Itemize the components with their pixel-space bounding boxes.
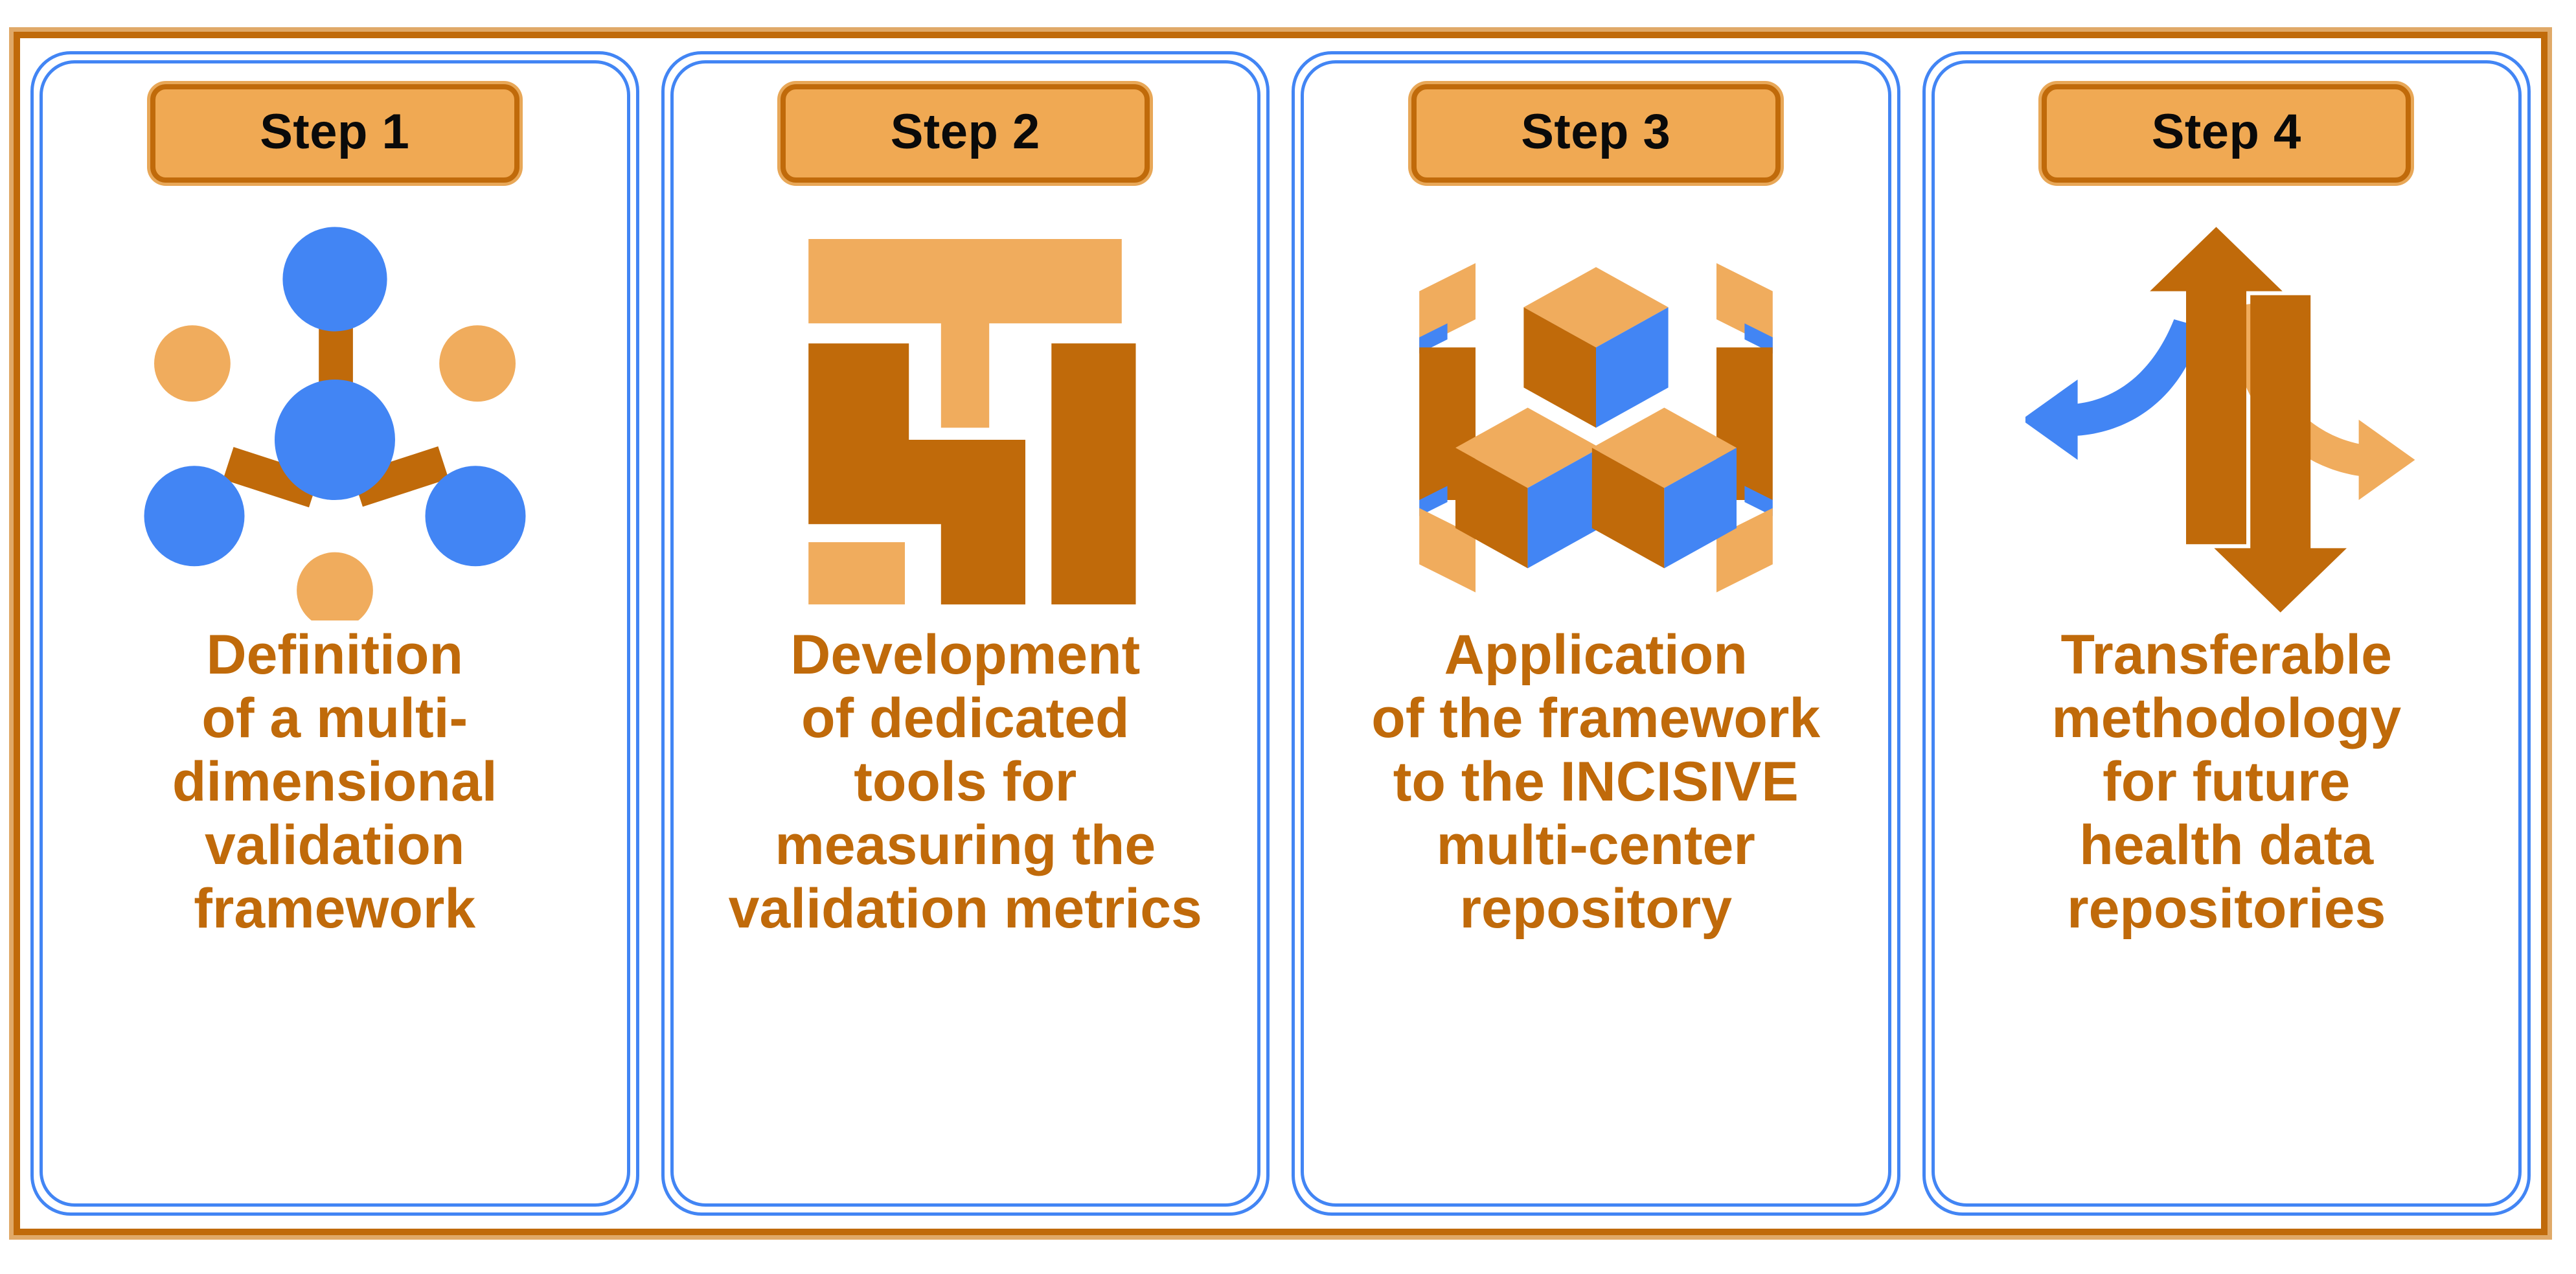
figure-outer-frame: Step 1	[9, 27, 2552, 1240]
transfer-arrows-icon	[2025, 219, 2427, 620]
step-3-caption: Application of the framework to the INCI…	[1371, 624, 1821, 940]
step-1-caption: Definition of a multi- dimensional valid…	[172, 624, 497, 940]
step-2-badge: Step 2	[781, 84, 1150, 183]
step-1-badge: Step 1	[150, 84, 519, 183]
steps-row: Step 1	[30, 51, 2531, 1216]
measurement-tools-icon	[764, 219, 1166, 620]
step-card-1[interactable]: Step 1	[30, 51, 639, 1216]
data-repository-cubes-icon	[1395, 219, 1797, 620]
network-nodes-icon	[134, 219, 536, 620]
step-card-4[interactable]: Step 4 Transferable methodology for futu…	[1922, 51, 2531, 1216]
step-card-2[interactable]: Step 2 Development of dedicated tools fo…	[661, 51, 1270, 1216]
step-4-badge: Step 4	[2042, 84, 2411, 183]
step-2-caption: Development of dedicated tools for measu…	[728, 624, 1202, 940]
step-card-3[interactable]: Step 3	[1292, 51, 1900, 1216]
step-4-caption: Transferable methodology for future heal…	[2051, 624, 2402, 940]
step-3-badge: Step 3	[1411, 84, 1781, 183]
